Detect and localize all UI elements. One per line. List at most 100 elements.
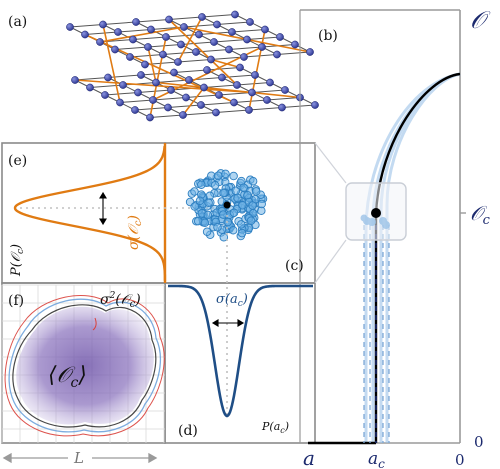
- lattice-edge: [135, 19, 170, 23]
- network-node: [101, 91, 109, 99]
- panel-e: (e) σ(𝒪c) P(𝒪c): [8, 143, 225, 283]
- network-node: [207, 55, 215, 64]
- orange-distribution-curve: [13, 145, 167, 282]
- outer-contour-blue: [8, 298, 161, 433]
- lattice-edge: [102, 21, 137, 25]
- sample-circle: [204, 198, 213, 207]
- network-node: [266, 78, 274, 87]
- lattice-edge: [203, 84, 238, 88]
- network-node: [231, 10, 239, 19]
- lattice-edge: [221, 74, 256, 78]
- light-blue-curves: [364, 72, 461, 443]
- lattice-edge: [132, 36, 167, 40]
- lattice-edge: [69, 24, 104, 28]
- interlayer-edge: [102, 24, 121, 103]
- y-axis-critical-label: 𝒪c: [470, 201, 491, 228]
- lattice-edge: [228, 46, 263, 50]
- network-node: [146, 113, 154, 122]
- network-node: [147, 25, 155, 34]
- network-node: [180, 23, 188, 31]
- lattice-edge: [167, 104, 202, 108]
- sigma-a-label: σ(ac): [216, 292, 248, 309]
- network-node: [311, 101, 319, 109]
- interlayer-edge: [147, 46, 157, 83]
- y-axis-top-label: 𝒪: [470, 6, 491, 34]
- network-node: [177, 40, 185, 49]
- sigma-pointer: [92, 317, 97, 331]
- network-node: [129, 35, 137, 44]
- panel-e-label: (e): [8, 153, 27, 169]
- network-node: [218, 73, 226, 82]
- sample-circle: [210, 181, 220, 190]
- network-node: [111, 45, 119, 54]
- network-node: [179, 111, 187, 119]
- network-node: [119, 81, 127, 89]
- sample-circle: [238, 201, 247, 210]
- network-node: [149, 96, 157, 104]
- lattice-edge: [216, 21, 251, 25]
- panel-b-label: (b): [318, 28, 338, 44]
- network-node: [131, 106, 139, 114]
- cluster-blob: [16, 306, 154, 425]
- network-node: [213, 20, 221, 29]
- network-node: [182, 93, 190, 102]
- sample-circle: [218, 210, 228, 219]
- long-range-edge: [155, 81, 301, 99]
- network-node: [228, 28, 236, 36]
- network-node: [240, 53, 248, 61]
- network-node: [281, 86, 289, 94]
- network-node: [195, 30, 203, 39]
- sample-circle: [205, 191, 215, 201]
- sigma-squared-label: σ2(𝒪c): [100, 291, 141, 310]
- lattice-edge: [168, 16, 203, 20]
- sample-circle: [203, 210, 213, 220]
- network-node: [96, 38, 104, 46]
- lattice-edge: [170, 87, 205, 91]
- lattice-edge: [122, 82, 157, 86]
- sample-circle: [190, 202, 199, 211]
- lattice-edge: [215, 109, 250, 113]
- lattice-edge: [119, 99, 154, 103]
- network-node: [243, 35, 251, 44]
- lattice-edge: [117, 29, 152, 33]
- sample-circle: [200, 218, 210, 228]
- lattice-edge: [206, 67, 241, 71]
- lattice-edge: [107, 74, 142, 78]
- lattice-edge: [185, 94, 220, 98]
- y-axis-zero-label: 0: [474, 433, 484, 451]
- network-node: [141, 60, 149, 69]
- sample-circle: [213, 171, 223, 180]
- sigma-o-label: σ(𝒪c): [126, 215, 144, 250]
- sigma-arrow-vertical: [99, 191, 107, 226]
- network-node: [278, 103, 286, 112]
- sample-circle: [229, 208, 239, 218]
- interlayer-edge: [168, 18, 238, 86]
- panel-c-label: (c): [285, 258, 304, 274]
- panel-d-label: (d): [178, 423, 198, 439]
- network-node: [126, 53, 134, 61]
- p-o-label: P(𝒪c): [9, 244, 26, 277]
- zoom-connectors: [314, 142, 347, 284]
- sample-circle: [257, 199, 266, 209]
- network-node: [137, 71, 145, 79]
- sample-circle: [190, 187, 199, 196]
- x-axis-zero-label: 0: [455, 451, 465, 469]
- network-node: [132, 18, 140, 26]
- lattice-edge: [104, 92, 139, 96]
- lattice-edge: [152, 97, 187, 101]
- network-node: [306, 48, 314, 56]
- system-size-arrow: [2, 452, 158, 464]
- network-node: [174, 58, 182, 66]
- network-node: [273, 50, 281, 59]
- blue-distribution-curve: [168, 284, 313, 418]
- lattice-edge: [182, 112, 217, 116]
- network-node: [104, 73, 112, 82]
- sample-circle: [221, 169, 230, 179]
- sample-circle: [248, 201, 257, 210]
- lattice-edge: [173, 69, 208, 73]
- sample-circle: [236, 220, 246, 229]
- sample-circle: [233, 193, 242, 203]
- lattice-edge: [251, 89, 286, 93]
- network-node: [185, 76, 193, 84]
- network-node: [215, 91, 223, 99]
